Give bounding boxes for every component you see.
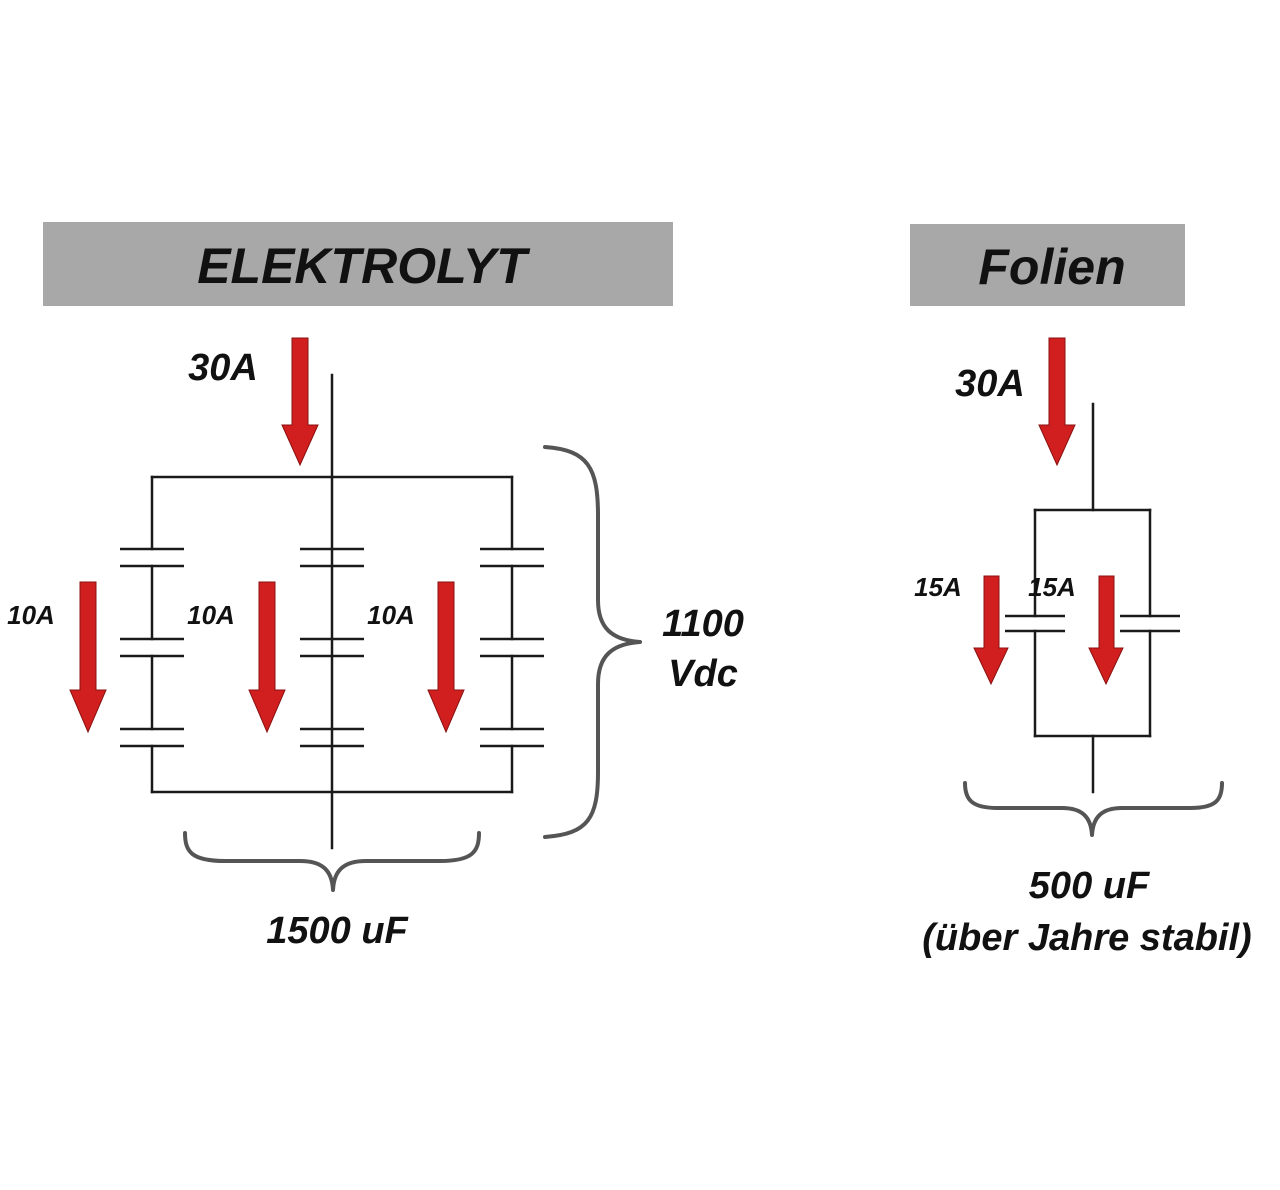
elektrolyt-branch-current-label-2: 10A (187, 600, 235, 630)
elektrolyt-capacitance-brace (183, 831, 481, 892)
folien-capacitance-brace (963, 781, 1224, 837)
folien-branch-current-label-2: 15A (1028, 572, 1076, 602)
folien-capacitor-2 (1120, 508, 1180, 738)
elektrolyt-header-bar (43, 222, 673, 306)
elektrolyt-section: ELEKTROLYT (7, 222, 744, 952)
elektrolyt-branch-arrow-1 (69, 581, 107, 734)
elektrolyt-header-title: ELEKTROLYT (197, 238, 531, 294)
elektrolyt-capacitor-string-1 (120, 475, 184, 794)
elektrolyt-branch-current-label-1: 10A (7, 600, 55, 630)
elektrolyt-input-current-label: 30A (188, 347, 258, 389)
folien-branch-current-label-1: 15A (914, 572, 962, 602)
folien-header-title: Folien (978, 239, 1125, 295)
elektrolyt-voltage-unit: Vdc (668, 653, 738, 695)
elektrolyt-voltage-value: 1100 (662, 603, 744, 645)
folien-branch-arrow-2 (1088, 575, 1124, 686)
elektrolyt-branch-arrow-2 (248, 581, 286, 734)
folien-capacitor-1 (1005, 508, 1065, 738)
elektrolyt-capacitor-string-3 (480, 475, 544, 794)
elektrolyt-input-arrow (281, 337, 319, 467)
folien-input-arrow (1038, 337, 1076, 467)
elektrolyt-capacitance-label: 1500 uF (266, 910, 409, 952)
elektrolyt-branch-current-label-3: 10A (367, 600, 415, 630)
folien-header-bar (910, 224, 1185, 306)
folien-section: Folien 30A 15A 15A 500 uF (über Jahre s (910, 224, 1252, 959)
folien-input-current-label: 30A (955, 363, 1025, 405)
folien-capacitance-label: 500 uF (1029, 865, 1151, 907)
folien-branch-arrow-1 (973, 575, 1009, 686)
elektrolyt-capacitor-string-2 (300, 547, 364, 748)
elektrolyt-branch-arrow-3 (427, 581, 465, 734)
folien-stability-note: (über Jahre stabil) (922, 917, 1251, 959)
elektrolyt-voltage-brace (543, 445, 642, 839)
